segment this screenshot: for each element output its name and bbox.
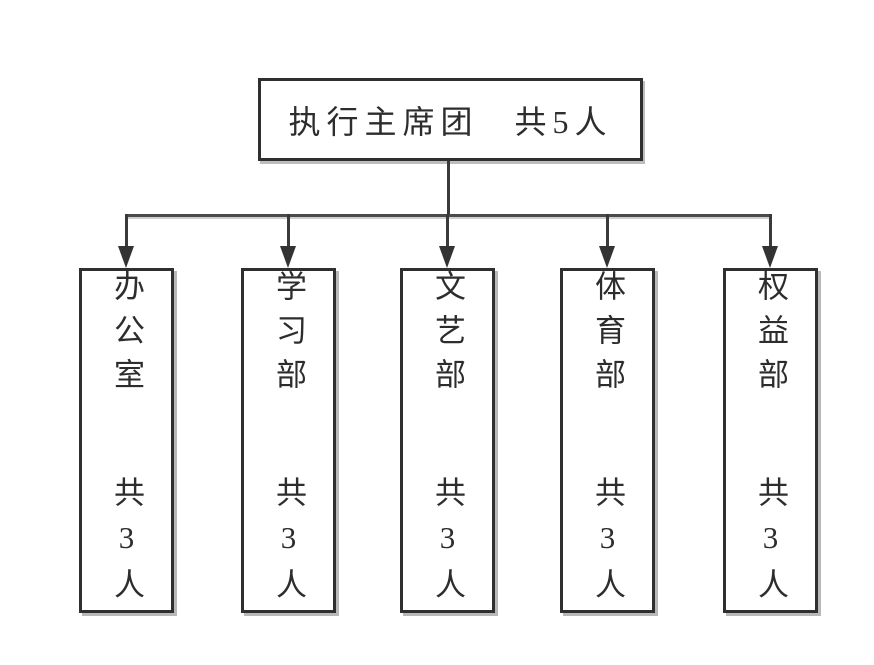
department-label: 权益部 共3人 [753,269,788,612]
down-arrowhead-icon [280,246,296,268]
root-connector-line [447,161,450,214]
department-box-arts: 文艺部 共3人 [400,268,495,613]
department-box-sports: 体育部 共3人 [560,268,655,613]
horizontal-connector-line [126,214,772,217]
down-arrowhead-icon [762,246,778,268]
down-arrowhead-icon [439,246,455,268]
connector-drop-line [446,214,449,250]
department-label: 办公室 共3人 [109,269,144,612]
department-label: 体育部 共3人 [590,269,625,612]
root-label: 执行主席团 共5人 [288,103,613,140]
connector-drop-line [606,214,609,250]
down-arrowhead-icon [599,246,615,268]
department-box-study: 学习部 共3人 [241,268,336,613]
department-label: 文艺部 共3人 [430,269,465,612]
down-arrowhead-icon [118,246,134,268]
department-box-office: 办公室 共3人 [79,268,174,613]
connector-drop-line [769,214,772,250]
department-box-rights: 权益部 共3人 [723,268,818,613]
connector-drop-line [125,214,128,250]
department-label: 学习部 共3人 [271,269,306,612]
root-box: 执行主席团 共5人 [258,78,643,161]
connector-drop-line [287,214,290,250]
